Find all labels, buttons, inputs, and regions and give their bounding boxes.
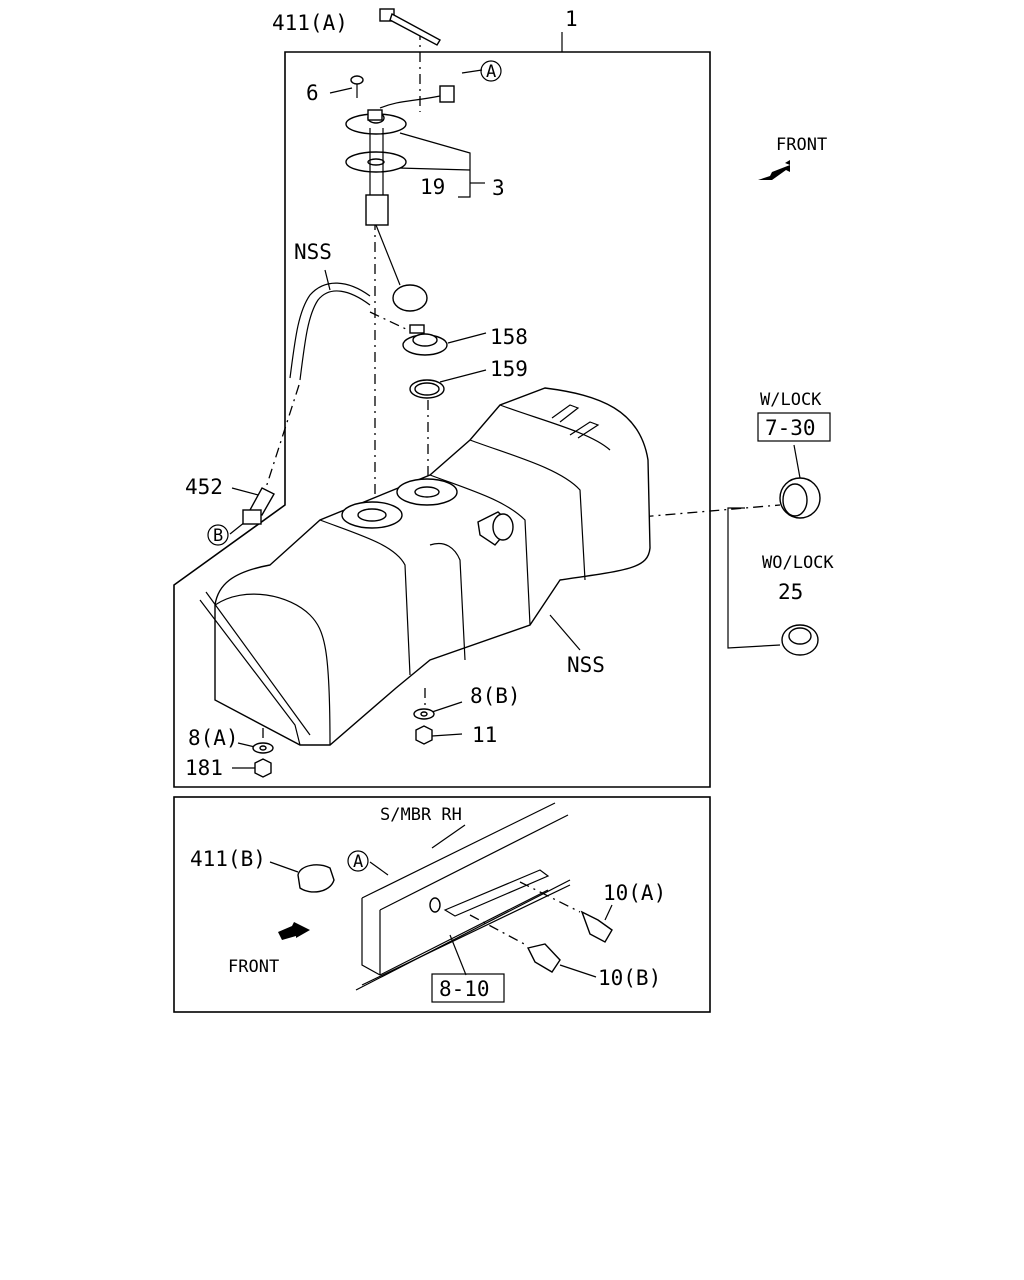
leader-lines-upper — [229, 32, 581, 769]
callout-circle-a-bottom — [347, 850, 369, 872]
nut-181 — [254, 758, 272, 778]
label-8a: 8(A) — [188, 726, 239, 750]
nut-11 — [415, 725, 433, 745]
label-ref-7-30: 7-30 — [765, 416, 816, 440]
front-arrow-icon — [758, 160, 790, 180]
clip-assembly-lines — [469, 881, 581, 947]
front-arrow-lower-icon — [278, 922, 310, 940]
label-1: 1 — [565, 7, 578, 31]
lower-frame — [173, 796, 711, 1013]
label-10b: 10(B) — [598, 966, 661, 990]
fuel-tank — [199, 387, 651, 746]
label-smbr-rh: S/MBR RH — [380, 805, 462, 825]
label-front-top: FRONT — [776, 135, 827, 155]
label-circle-a-bottom: A — [353, 852, 363, 872]
gasket-159 — [409, 379, 445, 399]
side-member-rh — [355, 802, 571, 991]
label-411b: 411(B) — [190, 847, 266, 871]
label-25: 25 — [778, 580, 803, 604]
label-3: 3 — [492, 176, 505, 200]
vent-hose — [289, 282, 371, 381]
label-wo-lock: WO/LOCK — [762, 553, 834, 573]
label-8b: 8(B) — [470, 684, 521, 708]
label-nss-top: NSS — [294, 240, 332, 264]
strap-411a — [379, 8, 441, 46]
washer-8b — [413, 708, 435, 720]
label-10a: 10(A) — [603, 881, 666, 905]
fuel-cap-with-lock — [779, 444, 821, 519]
label-411a: 411(A) — [272, 11, 348, 35]
clip-10b — [526, 943, 597, 978]
fitting-452 — [242, 487, 275, 525]
label-158: 158 — [490, 325, 528, 349]
label-circle-b: B — [213, 526, 223, 546]
callout-circle-a-top — [480, 60, 502, 82]
fuel-sender-unit — [345, 85, 455, 312]
main-frame — [173, 51, 711, 788]
label-159: 159 — [490, 357, 528, 381]
label-circle-a-top: A — [486, 62, 496, 82]
label-ref-8-10: 8-10 — [439, 977, 490, 1001]
ref-box-7-30 — [757, 412, 831, 442]
cap-option-bracket — [727, 507, 781, 649]
clip-10a — [580, 904, 613, 943]
label-19: 19 — [420, 175, 445, 199]
clip-411b — [269, 861, 335, 893]
washer-8a — [252, 742, 274, 754]
label-front-bottom: FRONT — [228, 957, 279, 977]
fuel-cap-without-lock — [781, 624, 819, 656]
label-6: 6 — [306, 81, 319, 105]
label-181: 181 — [185, 756, 223, 780]
leader-lines-lower — [369, 824, 467, 976]
vent-valve-158 — [402, 324, 448, 356]
label-w-lock: W/LOCK — [760, 390, 822, 410]
label-11: 11 — [472, 723, 497, 747]
ref-box-8-10 — [431, 973, 505, 1003]
label-nss-bottom: NSS — [567, 653, 605, 677]
callout-circle-b — [207, 524, 229, 546]
screw-6 — [350, 75, 364, 98]
label-452: 452 — [185, 475, 223, 499]
